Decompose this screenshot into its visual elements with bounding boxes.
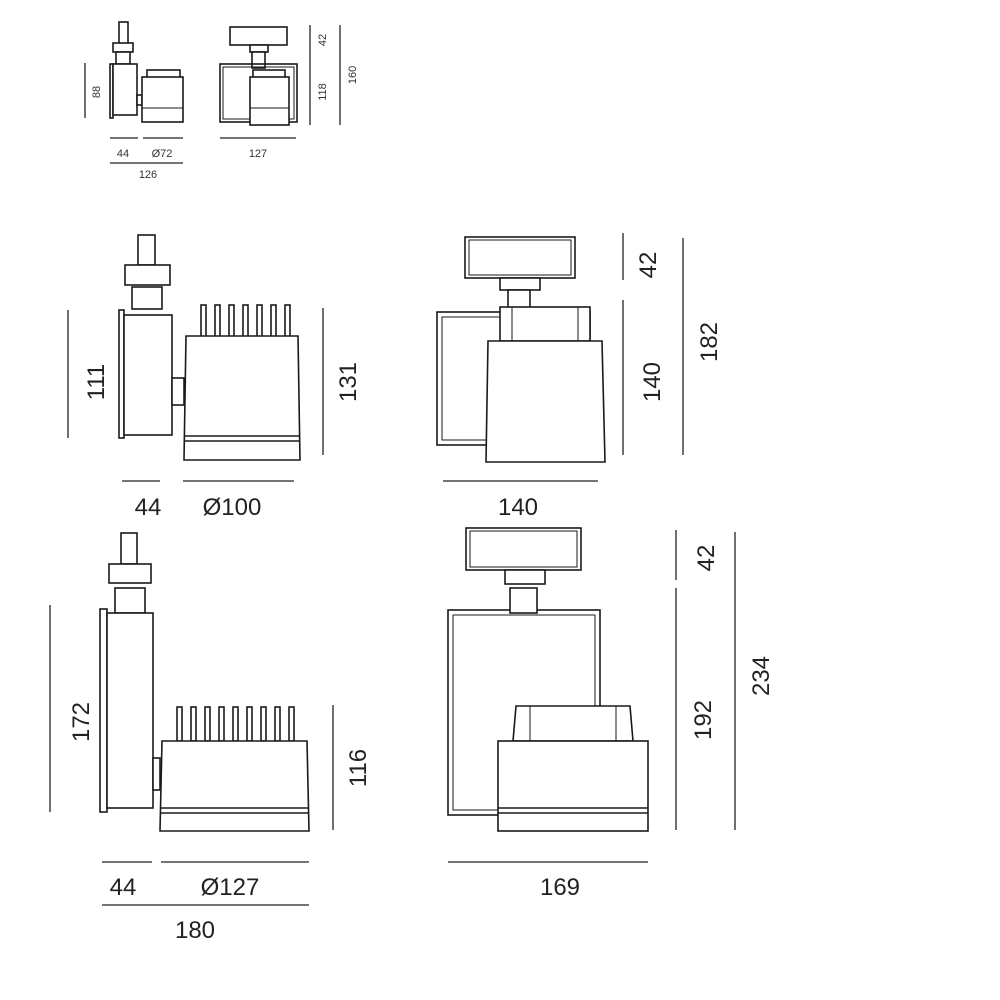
dim-small-total-height: 160 (347, 66, 359, 84)
dim-medium-total-height: 182 (696, 322, 723, 362)
dim-large-total-depth: 180 (175, 917, 215, 944)
dim-small-total-depth: 126 (139, 169, 157, 181)
dim-small-front-width: 127 (249, 148, 267, 160)
dim-large-diameter: Ø127 (201, 874, 260, 901)
dim-medium-body-height: 140 (639, 362, 666, 402)
small-side-view: 88 44 Ø72 126 (84, 21, 184, 181)
large-side-view: 172 116 44 Ø127 180 (49, 532, 372, 944)
small-front-view: 127 42 118 160 (219, 25, 359, 160)
medium-side-view: 111 131 44 Ø100 (67, 234, 362, 521)
dim-large-body-height: 192 (690, 700, 717, 740)
dim-large-side-body-height: 172 (68, 702, 95, 742)
dim-small-diameter: Ø72 (152, 148, 173, 160)
dim-medium-diameter: Ø100 (203, 494, 262, 521)
dim-medium-adapter-height: 42 (635, 252, 662, 279)
dim-large-front-width: 169 (540, 874, 580, 901)
dim-small-mount-depth: 44 (117, 148, 129, 160)
heat-sink-fins (176, 706, 295, 742)
medium-front-view: 42 140 182 140 (436, 233, 723, 521)
dim-large-side-lamp-height: 116 (345, 749, 372, 787)
heat-sink-fins (200, 304, 291, 338)
dim-medium-side-body-height: 111 (83, 364, 110, 400)
dim-small-body-height: 118 (317, 83, 329, 101)
dim-large-adapter-height: 42 (693, 545, 720, 572)
dim-small-side-height: 88 (91, 86, 103, 98)
dim-medium-front-width: 140 (498, 494, 538, 521)
dim-medium-side-lamp-height: 131 (335, 362, 362, 402)
dim-small-adapter-height: 42 (317, 34, 329, 46)
dim-medium-mount-depth: 44 (135, 494, 162, 521)
dim-large-mount-depth: 44 (110, 874, 137, 901)
dim-large-total-height: 234 (748, 656, 775, 696)
large-front-view: 42 192 234 169 (447, 527, 775, 901)
